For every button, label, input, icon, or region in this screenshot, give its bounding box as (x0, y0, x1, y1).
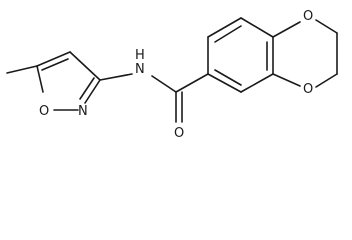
atom-isoxazole-n: N (78, 104, 88, 119)
bond-dioxane-5 (272, 73, 301, 87)
bond-c4-c5 (36, 51, 71, 67)
bond-ring-inner-3 (214, 69, 242, 86)
bond-n2-c3 (84, 79, 101, 104)
bond-c4-c5-double (41, 58, 69, 71)
bond-dioxane-1 (272, 21, 301, 38)
bond-ring-5 (240, 73, 274, 93)
bond-n2-c3-double (79, 77, 95, 100)
bond-c3-c4 (69, 51, 101, 81)
molecule-structure: N H N O O O O (6, 9, 338, 141)
atom-labels: N H N O O O O (39, 9, 313, 141)
bond-ring-inner-1 (214, 25, 242, 43)
atom-carbonyl-o: O (174, 126, 184, 141)
bond-c5-o1 (36, 65, 44, 93)
bond-ring-2 (207, 17, 242, 38)
atom-dioxane-o-top: O (303, 9, 313, 24)
bond-carbonyl-ring (175, 73, 209, 93)
atom-isoxazole-o: O (39, 104, 49, 119)
bond-methyl (6, 65, 38, 74)
bond-dioxane-2 (315, 19, 338, 34)
bond-c3-nh (99, 73, 133, 81)
bond-lines (6, 17, 338, 123)
bond-ring-6 (207, 73, 242, 93)
bond-nh-carbonyl (151, 75, 177, 93)
bond-dioxane-4 (315, 73, 338, 88)
atom-nh: N (135, 62, 145, 77)
bond-ring-3 (240, 17, 274, 38)
atom-nh-h: H (135, 48, 145, 63)
atom-dioxane-o-bottom: O (303, 82, 313, 97)
